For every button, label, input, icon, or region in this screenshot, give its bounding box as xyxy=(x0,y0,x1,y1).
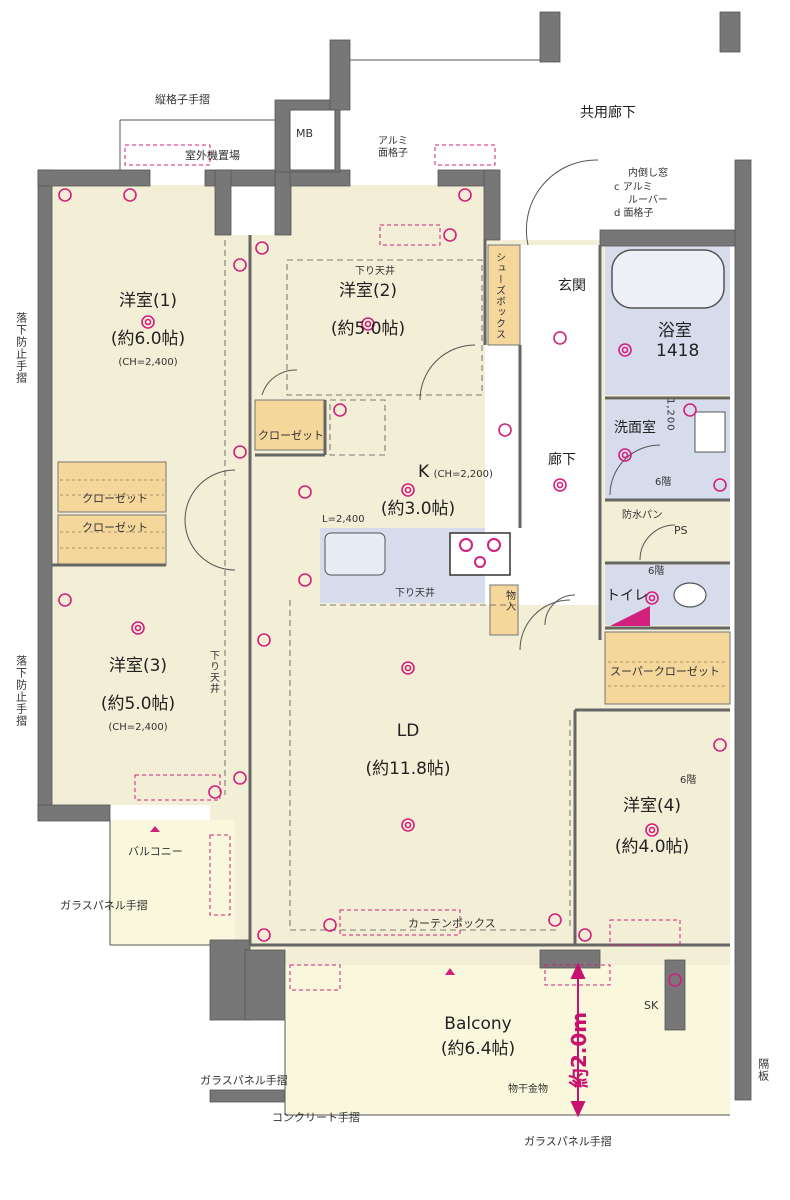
balcony-depth-label: 約2.0m xyxy=(567,1012,591,1088)
ld-name: LD xyxy=(396,721,420,741)
dropped-ceiling-3: 下り天井 xyxy=(207,650,219,694)
concrete-rail-label: コンクリート手摺 xyxy=(272,1111,360,1124)
western4-name: 洋室(4) xyxy=(622,796,682,816)
sk-label: SK xyxy=(644,999,659,1012)
western1-size: (約6.0帖) xyxy=(110,329,186,349)
kitchen-size: (約3.0帖) xyxy=(380,499,456,519)
entrance-label: 玄関 xyxy=(558,278,586,294)
kitchen-title: K (CH=2,200) xyxy=(418,462,493,483)
balcony-area xyxy=(285,965,730,1115)
super-closet-label: スーパークローゼット xyxy=(610,665,720,678)
window-note-4: 面格子 xyxy=(623,208,654,219)
washroom-name: 洗面室 xyxy=(614,420,656,436)
dropped-ceiling-2: 下り天井 xyxy=(395,588,435,599)
balcony-size: (約6.4帖) xyxy=(440,1039,516,1059)
common-corridor-label: 共用廊下 xyxy=(580,105,636,121)
ld-size: (約11.8帖) xyxy=(365,759,451,779)
super-closet xyxy=(604,631,731,705)
kitchen-length: L=2,400 xyxy=(322,514,365,525)
glass-rail-label-1: ガラスパネル手摺 xyxy=(60,899,148,912)
curtain-box-label: カーテンボックス xyxy=(408,917,496,930)
mb-box xyxy=(289,109,336,171)
window-d-mark: d xyxy=(614,208,621,219)
fall-rail-left-top: 落下防止手摺 xyxy=(14,312,28,384)
western1-name: 洋室(1) xyxy=(118,291,178,311)
sink xyxy=(324,532,386,576)
alumi-lattice-label: アルミ 面格子 xyxy=(378,136,408,159)
storage xyxy=(489,584,519,636)
glass-rail-label-2: ガラスパネル手摺 xyxy=(200,1074,288,1087)
washroom-dim: 1,200 xyxy=(664,398,676,432)
window-note-d: d 面格子 xyxy=(614,208,654,220)
clothes-hanger-label: 物干金物 xyxy=(508,1084,548,1095)
western3-name: 洋室(3) xyxy=(108,656,168,676)
bathtub xyxy=(611,249,725,309)
floor-6-label-2: 6階 xyxy=(648,566,665,577)
western4-size: (約4.0帖) xyxy=(614,837,690,857)
closet-w3-label: クローゼット xyxy=(82,521,148,534)
window-note-1: 内倒し窓 xyxy=(628,168,668,179)
partition-label: 隔板 xyxy=(756,1058,770,1082)
window-note-c: c アルミ xyxy=(614,182,653,194)
western2-name: 洋室(2) xyxy=(338,281,398,301)
entrance-area xyxy=(520,245,600,345)
stove xyxy=(449,532,511,576)
kitchen-name: K xyxy=(418,462,430,482)
kitchen-ch: (CH=2,200) xyxy=(433,469,493,480)
closet-w2 xyxy=(254,399,326,451)
fall-rail-left-bottom: 落下防止手摺 xyxy=(14,655,28,727)
closet-w1-label: クローゼット xyxy=(82,492,148,505)
mb-label: MB xyxy=(296,127,314,140)
bath-code: 1418 xyxy=(656,341,700,361)
bath-name: 浴室 xyxy=(658,321,692,341)
western3-size: (約5.0帖) xyxy=(100,694,176,714)
dropped-ceiling-1: 下り天井 xyxy=(355,266,395,277)
window-c-mark: c xyxy=(614,182,620,193)
balcony-name: Balcony xyxy=(444,1014,512,1034)
western1-ch: (CH=2,400) xyxy=(118,357,178,368)
glass-rail-label-3: ガラスパネル手摺 xyxy=(524,1135,612,1148)
shoe-box xyxy=(487,244,521,346)
window-note-2: アルミ xyxy=(622,182,653,193)
closet-w3 xyxy=(57,514,167,566)
toilet-name: トイレ xyxy=(606,588,648,604)
closet-w1 xyxy=(57,461,167,513)
small-balcony-area xyxy=(110,820,235,945)
western2-size: (約5.0帖) xyxy=(330,319,406,339)
small-balcony-label: バルコニー xyxy=(128,845,183,858)
closet-w2-label: クローゼット xyxy=(258,429,324,442)
floor-6-label-3: 6階 xyxy=(680,775,697,786)
western3-ch: (CH=2,400) xyxy=(108,722,168,733)
waterproof-pan: 防水パン xyxy=(622,510,663,521)
window-note-3: ルーバー xyxy=(628,195,668,206)
toilet-area xyxy=(605,565,730,625)
outdoor-unit-label: 室外機置場 xyxy=(185,149,240,162)
ps-label: PS xyxy=(674,524,688,537)
shoe-box-label: シューズボックス xyxy=(493,252,505,340)
vertical-lattice-rail-label: 縦格子手摺 xyxy=(155,93,210,106)
storage-label: 物入 xyxy=(503,590,515,612)
corridor-label: 廊下 xyxy=(548,452,576,468)
floor-6-label-1: 6階 xyxy=(655,477,672,488)
